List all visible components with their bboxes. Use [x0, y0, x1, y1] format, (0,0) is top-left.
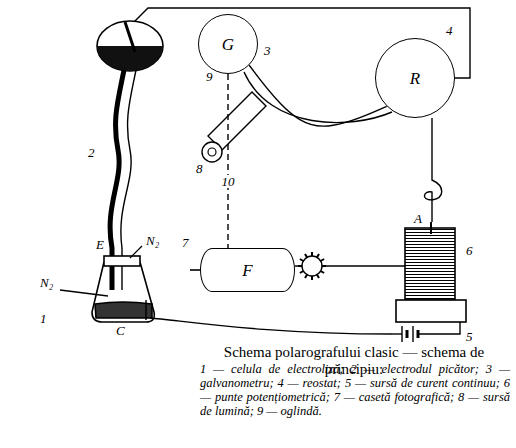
- gear-tooth: [317, 254, 319, 257]
- node-label: F: [242, 262, 252, 279]
- gear-tooth: [300, 259, 303, 261]
- battery-symbol: [392, 322, 460, 342]
- gear-tooth: [305, 254, 307, 257]
- gear-tooth: [317, 275, 319, 278]
- wire: [424, 118, 441, 222]
- galvanometer-circle: G: [198, 14, 258, 74]
- callout-number: 2: [88, 146, 95, 159]
- callout-number: 1: [40, 312, 47, 325]
- contact-label: A: [414, 212, 422, 225]
- wire: [249, 65, 387, 126]
- node-label: G: [222, 36, 234, 53]
- callout-number: 9: [206, 70, 213, 83]
- gas-label: N₂: [40, 276, 53, 289]
- light-ray: [227, 74, 228, 248]
- gear-tooth: [322, 265, 326, 267]
- gear-tooth: [321, 259, 324, 261]
- gear-tooth: [321, 271, 324, 273]
- wire: [150, 318, 392, 334]
- gas-label: N₂: [146, 234, 159, 247]
- rheostat-circle: R: [375, 38, 455, 118]
- node-label: R: [410, 70, 420, 87]
- gear-tooth: [311, 252, 313, 256]
- mercury-reservoir: [97, 21, 163, 71]
- wire: [244, 72, 392, 123]
- callout-number: 8: [196, 162, 203, 175]
- callout-number: 10: [220, 175, 237, 188]
- gear-tooth: [298, 265, 302, 267]
- electrolysis-cell: [60, 246, 154, 322]
- caption-text: 1 — celula de electroliză; 2 — electrodu…: [200, 362, 510, 418]
- callout-number: 4: [446, 24, 453, 37]
- callout-number: 5: [466, 330, 473, 343]
- callout-number: 3: [264, 44, 271, 57]
- potentiometer-drum: [396, 222, 466, 322]
- cassette-box: F: [200, 248, 295, 292]
- callout-number: 7: [182, 236, 189, 249]
- gear-tooth: [305, 275, 307, 278]
- gear-tooth: [311, 276, 313, 280]
- callout-number: 6: [466, 244, 473, 257]
- gear-tooth: [300, 271, 303, 273]
- electrode-label: E: [96, 238, 104, 251]
- cell-label: C: [116, 324, 125, 337]
- light-source: [202, 92, 266, 162]
